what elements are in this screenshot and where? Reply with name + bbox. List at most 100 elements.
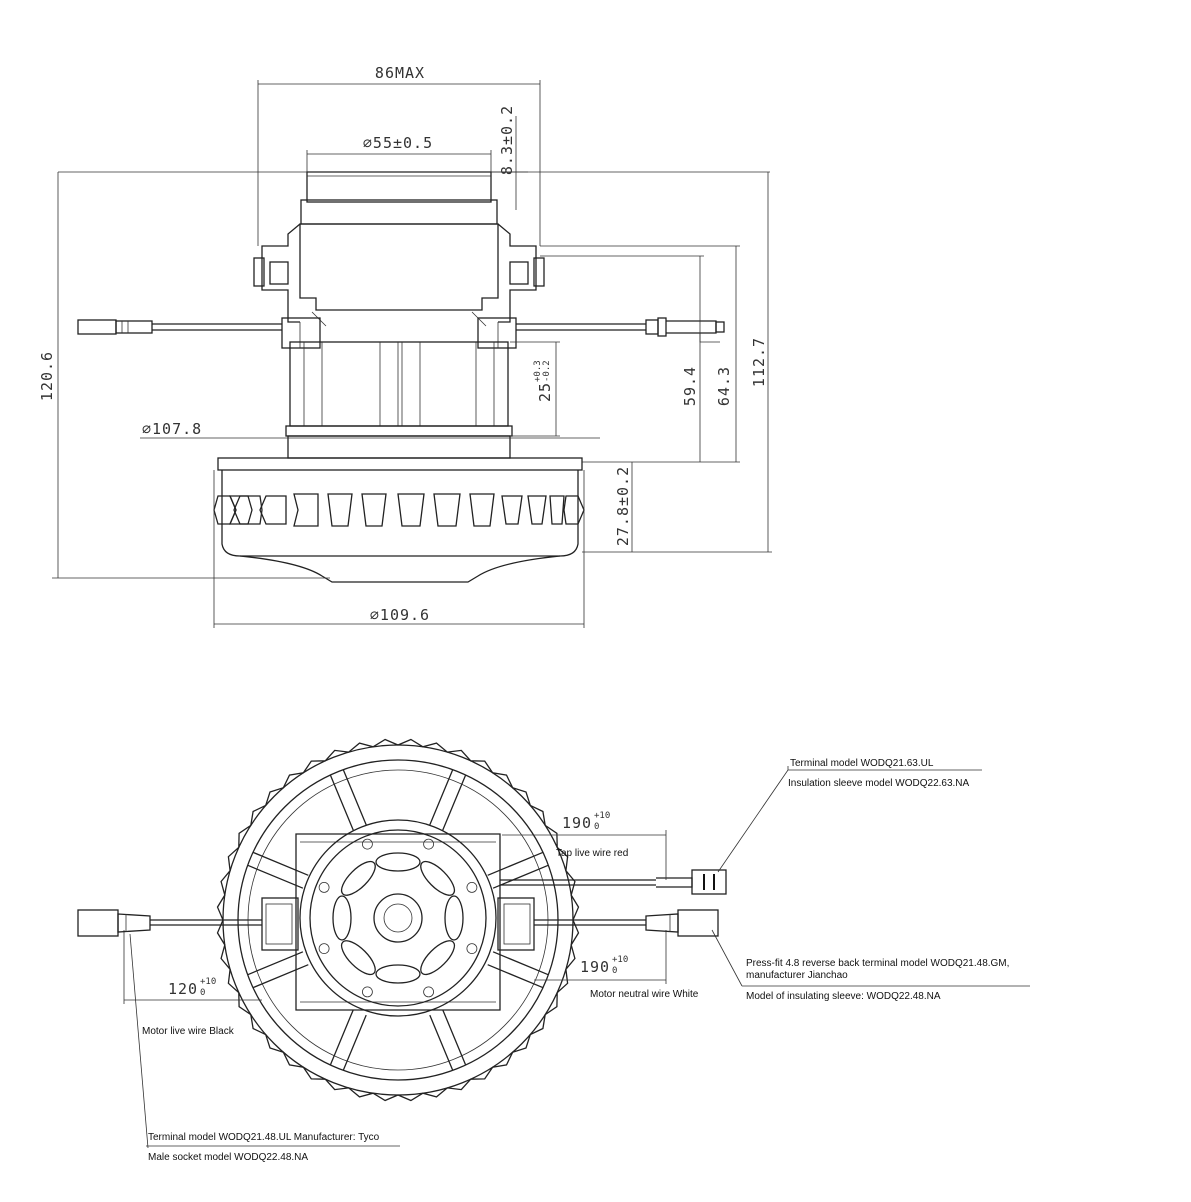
fan-serrated-edge <box>216 738 580 1102</box>
bottom-dimensions <box>123 766 1030 1149</box>
bottom-dimension-labels: 190 +10 0 190 +10 0 120 +10 0 <box>168 811 628 998</box>
svg-text:25: 25 <box>536 382 554 402</box>
spoke-line <box>492 951 549 976</box>
bell-rivet <box>318 882 330 893</box>
side-dimensions <box>52 80 772 628</box>
end-bell <box>299 819 497 1017</box>
dim-top-diameter: ⌀55±0.5 <box>363 134 433 152</box>
bell-rivet <box>361 986 373 998</box>
spoke-line <box>442 774 467 831</box>
svg-text:0: 0 <box>612 966 617 976</box>
label-insulation-top: Insulation sleeve model WODQ22.63.NA <box>788 778 970 789</box>
right-brush-holder <box>477 317 517 349</box>
top-cap <box>306 171 492 203</box>
left-brush-holder <box>281 317 321 349</box>
dim-8-3: 8.3±0.2 <box>498 105 516 175</box>
dim-120-6: 120.6 <box>38 351 56 401</box>
fan-blades <box>213 493 585 527</box>
spoke-line <box>342 1014 367 1071</box>
dim-190-top: 190 +10 0 <box>562 811 610 832</box>
bell-slot <box>375 852 421 872</box>
bell-rivet <box>466 943 478 954</box>
spoke-line <box>429 1014 454 1071</box>
svg-text:-0.2: -0.2 <box>542 360 552 382</box>
bell-rivet <box>466 882 478 893</box>
spoke-line <box>329 1009 354 1066</box>
bell-slot <box>420 940 456 976</box>
fan-top-plate <box>217 457 583 471</box>
dim-86max: 86MAX <box>375 64 425 82</box>
label-male-socket: Male socket model WODQ22.48.NA <box>148 1152 308 1163</box>
svg-text:120: 120 <box>168 980 198 998</box>
svg-text:190: 190 <box>580 958 610 976</box>
black-wire-terminal <box>77 909 119 937</box>
svg-text:+0.3: +0.3 <box>533 360 543 382</box>
outer-ring <box>222 744 574 1096</box>
bell-slot <box>420 860 456 896</box>
left-bracket <box>261 223 301 323</box>
side-view: 86MAX ⌀55±0.5 8.3±0.2 120.6 ⌀107.8 ⌀109.… <box>38 64 772 628</box>
label-neutral-wire: Motor neutral wire White <box>590 989 699 1000</box>
bottom-dome <box>239 555 561 583</box>
label-terminal-top: Terminal model WODQ21.63.UL <box>790 758 934 769</box>
svg-text:+10: +10 <box>200 977 216 987</box>
label-tap-wire: Tap live wire red <box>556 848 628 859</box>
bell-rivet <box>423 986 435 998</box>
right-brush-housing <box>497 897 535 951</box>
svg-text:0: 0 <box>594 822 599 832</box>
bottom-view: 190 +10 0 190 +10 0 120 +10 0 Terminal m… <box>77 738 1030 1163</box>
bell-slot <box>444 895 464 941</box>
left-terminal <box>77 319 117 335</box>
bearing-hub <box>373 893 423 943</box>
bell-rivet <box>361 838 373 850</box>
spoke-line <box>329 774 354 831</box>
bell-slot <box>332 895 352 941</box>
motor-frame <box>295 833 501 1011</box>
housing-spokes <box>247 769 549 1071</box>
spoke-line <box>487 851 544 876</box>
upper-housing <box>299 223 499 311</box>
cap-ring <box>300 199 498 225</box>
spoke-line <box>442 1009 467 1066</box>
spoke-line <box>247 951 304 976</box>
svg-text:0: 0 <box>200 988 205 998</box>
spoke-line <box>252 964 309 989</box>
dim-64-3: 64.3 <box>715 366 733 406</box>
right-bracket <box>497 223 537 323</box>
svg-text:+10: +10 <box>612 955 628 965</box>
dim-112-7: 112.7 <box>750 337 768 387</box>
label-terminal-bottom: Terminal model WODQ21.48.UL Manufacturer… <box>148 1132 380 1143</box>
svg-text:190: 190 <box>562 814 592 832</box>
stator-body <box>289 341 509 427</box>
label-insulating-sleeve: Model of insulating sleeve: WODQ22.48.NA <box>746 991 941 1002</box>
side-dimension-labels: 86MAX ⌀55±0.5 8.3±0.2 120.6 ⌀107.8 ⌀109.… <box>38 64 768 624</box>
dim-107-8: ⌀107.8 <box>142 420 202 438</box>
bell-slot <box>340 940 376 976</box>
spoke-line <box>247 864 304 889</box>
spoke-line <box>429 769 454 826</box>
fan-housing <box>221 470 579 557</box>
dim-190-bottom: 190 +10 0 <box>580 955 628 976</box>
spoke-line <box>487 964 544 989</box>
bell-rivet <box>423 838 435 850</box>
dim-27-8: 27.8±0.2 <box>614 466 632 546</box>
dim-120: 120 +10 0 <box>168 977 216 998</box>
spoke-line <box>342 769 367 826</box>
white-wire-terminal <box>677 909 719 937</box>
left-brush-housing <box>261 897 299 951</box>
red-wire-terminal <box>691 869 727 895</box>
end-bell-slots <box>318 838 478 998</box>
bell-slot <box>375 964 421 984</box>
svg-text:+10: +10 <box>594 811 610 821</box>
dim-25: 25 +0.3 -0.2 <box>533 360 554 402</box>
dim-109-6: ⌀109.6 <box>370 606 430 624</box>
bell-rivet <box>318 943 330 954</box>
right-terminal <box>666 320 717 334</box>
dim-59-4: 59.4 <box>681 366 699 406</box>
label-press-fit-1: Press-fit 4.8 reverse back terminal mode… <box>746 958 1009 969</box>
bottom-annotations: Terminal model WODQ21.63.UL Insulation s… <box>142 758 1009 1163</box>
label-press-fit-2: manufacturer Jianchao <box>746 970 848 981</box>
spoke-line <box>252 851 309 876</box>
